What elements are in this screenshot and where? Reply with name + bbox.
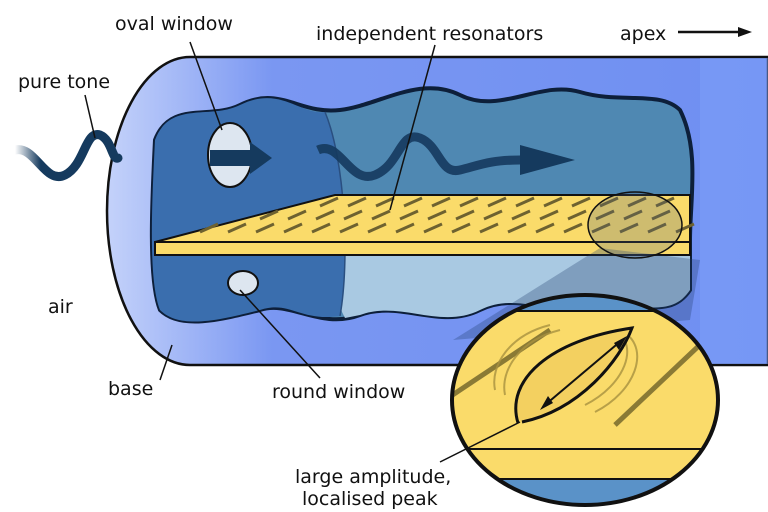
apex-arrow-icon <box>738 27 752 37</box>
tube-highlight <box>700 58 768 364</box>
resonator-slot <box>227 222 247 234</box>
resonator-slot <box>571 196 591 208</box>
resonator-slot <box>423 222 443 234</box>
label-base: base <box>108 378 153 400</box>
resonator-slot <box>199 222 219 234</box>
resonator-slot <box>539 209 559 221</box>
label-oval-window: oval window <box>115 13 233 35</box>
resonator-slot <box>655 196 675 208</box>
resonator-slot <box>599 196 619 208</box>
label-pure-tone: pure tone <box>18 71 110 93</box>
chamber-wave <box>316 132 521 181</box>
resonator-slot <box>591 222 611 234</box>
pure-tone-wave <box>10 130 123 182</box>
resonator-slot <box>459 196 479 208</box>
resonator-slot <box>647 222 667 234</box>
resonator-slot <box>315 209 335 221</box>
chamber-base-section <box>151 98 345 322</box>
resonator-slot <box>507 222 527 234</box>
resonator-slot <box>367 222 387 234</box>
resonator-slot <box>427 209 447 221</box>
label-air: air <box>48 296 73 318</box>
resonator-slot <box>403 196 423 208</box>
resonator-slot <box>375 196 395 208</box>
resonator-slot <box>675 222 695 234</box>
resonator-slot <box>483 209 503 221</box>
resonator-slot <box>623 209 643 221</box>
resonator-slot <box>451 222 471 234</box>
label-independent-resonators: independent resonators <box>316 23 543 45</box>
resonator-slot <box>319 196 339 208</box>
resonator-slot <box>627 196 647 208</box>
label-peak-line1: large amplitude, <box>295 466 451 488</box>
resonator-slot <box>347 196 367 208</box>
resonator-slot <box>515 196 535 208</box>
oval-window-arrow-icon <box>210 142 272 174</box>
inset-border <box>450 293 720 507</box>
resonator-slot <box>619 222 639 234</box>
magnified-region <box>587 191 683 259</box>
resonator-slots <box>199 196 695 234</box>
resonator-slot <box>567 209 587 221</box>
resonator-slot <box>535 222 555 234</box>
resonator-slot <box>543 196 563 208</box>
resonator-slot <box>287 209 307 221</box>
resonator-slot <box>431 196 451 208</box>
resonator-slot <box>511 209 531 221</box>
resonator-slot <box>651 209 671 221</box>
resonator-slot <box>595 209 615 221</box>
membrane-front-edge <box>154 241 691 256</box>
resonator-slot <box>311 222 331 234</box>
label-peak-line2: localised peak <box>302 488 438 510</box>
resonator-slot <box>371 209 391 221</box>
inset-zoom <box>452 295 718 505</box>
resonator-slot <box>343 209 363 221</box>
label-apex: apex <box>620 23 666 45</box>
resonator-slot <box>487 196 507 208</box>
label-round-window: round window <box>272 381 405 403</box>
resonator-slot <box>563 222 583 234</box>
resonator-slot <box>259 209 279 221</box>
resonator-slot <box>455 209 475 221</box>
round-window <box>227 270 259 296</box>
resonator-slot <box>399 209 419 221</box>
resonator-slot <box>283 222 303 234</box>
resonator-slot <box>255 222 275 234</box>
amplitude-arrow-icon <box>540 336 627 410</box>
wave-arrow-icon <box>520 145 575 175</box>
resonator-slot <box>339 222 359 234</box>
resonator-slot <box>395 222 415 234</box>
leader-lines <box>84 41 521 463</box>
localised-peak <box>514 326 635 424</box>
resonator-slot <box>479 222 499 234</box>
